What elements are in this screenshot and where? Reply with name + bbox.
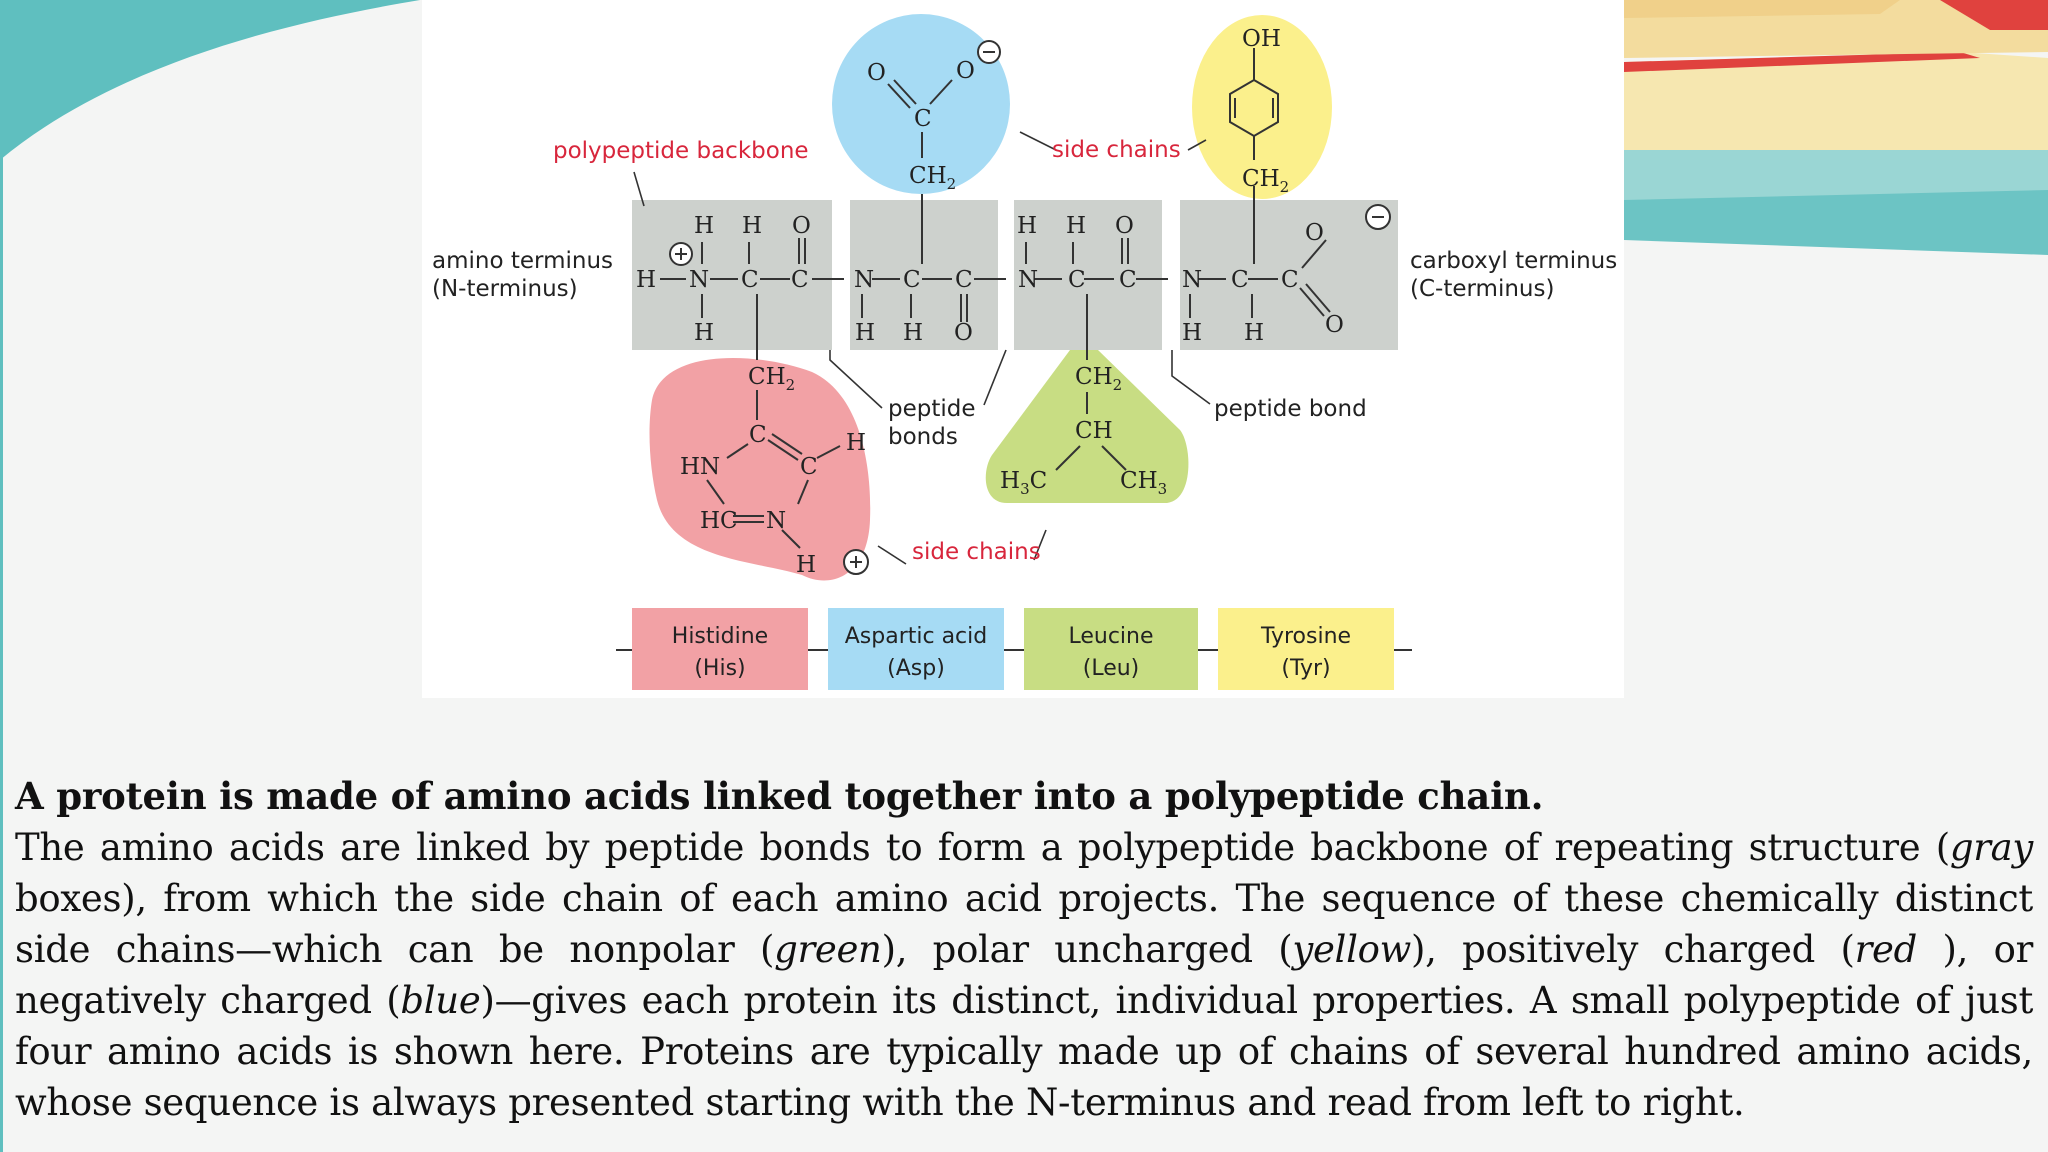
svg-text:N: N [689, 267, 709, 293]
svg-text:H3C: H3C [1000, 468, 1047, 498]
svg-text:C: C [1068, 267, 1086, 293]
svg-text:Leucine: Leucine [1068, 624, 1153, 649]
svg-text:CH: CH [1075, 418, 1113, 444]
svg-text:O: O [1305, 220, 1324, 246]
svg-text:H: H [694, 213, 714, 239]
svg-text:H: H [742, 213, 762, 239]
peptide-bonds-label-line1: peptide [888, 396, 976, 422]
caption-text-run: boxes), from which the side chain of eac… [15, 877, 2033, 971]
caption-title: A protein is made of amino acids linked … [15, 774, 1544, 818]
backbone-bonds [660, 186, 1331, 360]
svg-text:(Leu): (Leu) [1083, 656, 1140, 681]
backbone-box-4 [1180, 200, 1398, 350]
svg-text:N: N [1018, 267, 1038, 293]
svg-text:H: H [846, 430, 866, 456]
svg-text:HC: HC [700, 508, 738, 534]
svg-text:O: O [1325, 312, 1344, 338]
legend-item-tyrosine: Tyrosine (Tyr) [1218, 608, 1394, 690]
svg-text:(His): (His) [694, 656, 745, 681]
svg-text:Aspartic acid: Aspartic acid [845, 624, 987, 649]
polypeptide-backbone-label: polypeptide backbone [553, 138, 809, 164]
svg-text:(Asp): (Asp) [887, 656, 945, 681]
svg-text:H: H [636, 267, 656, 293]
svg-text:H: H [903, 320, 923, 346]
caption-text-run: ), positively charged ( [1410, 928, 1855, 971]
caption-italic-term: red [1854, 928, 1918, 971]
svg-text:N: N [854, 267, 874, 293]
n-terminus-label: (N-terminus) [432, 276, 578, 302]
figure-caption: A protein is made of amino acids linked … [15, 770, 2033, 1128]
histidine-sidechain-blob [649, 357, 871, 581]
caption-italic-term: yellow [1292, 928, 1411, 971]
svg-text:H: H [1066, 213, 1086, 239]
aspartic-acid-sidechain-atoms: CH2 C O O [867, 40, 1001, 193]
svg-text:Histidine: Histidine [672, 624, 768, 649]
svg-text:C: C [1119, 267, 1137, 293]
svg-text:C: C [1281, 267, 1299, 293]
c-terminus-label: (C-terminus) [1410, 276, 1554, 302]
books-stack-icon [1624, 0, 2048, 255]
svg-text:C: C [800, 454, 818, 480]
tyrosine-sidechain-atoms: CH2 OH [1229, 26, 1289, 196]
svg-text:HN: HN [680, 454, 720, 480]
histidine-sidechain-atoms: CH2 C C H HN HC N H [680, 364, 869, 578]
svg-text:C: C [914, 106, 932, 132]
backbone-box-2 [850, 200, 998, 350]
svg-text:Tyrosine: Tyrosine [1260, 624, 1351, 649]
teal-corner-swoosh [0, 0, 420, 160]
amino-terminus-label: amino terminus [432, 248, 613, 274]
label-leader-lines [633, 131, 1211, 565]
peptide-bonds-label-line2: bonds [888, 424, 958, 450]
svg-text:OH: OH [1242, 26, 1281, 52]
caption-italic-term: gray [1949, 826, 2033, 869]
svg-text:C: C [903, 267, 921, 293]
svg-text:H: H [796, 552, 816, 578]
tyrosine-sidechain-blob [1192, 15, 1332, 199]
svg-text:O: O [956, 58, 975, 84]
svg-text:(Tyr): (Tyr) [1281, 656, 1330, 681]
svg-text:O: O [867, 60, 886, 86]
side-chains-label-bottom: side chains [912, 539, 1041, 565]
caption-italic-term: blue [400, 979, 481, 1022]
legend-item-histidine: Histidine (His) [632, 608, 808, 690]
caption-italic-term: green [774, 928, 882, 971]
legend-item-leucine: Leucine (Leu) [1024, 608, 1198, 690]
backbone-box-1 [632, 200, 832, 350]
svg-text:O: O [954, 320, 973, 346]
caption-text-run: The amino acids are linked by peptide bo… [15, 826, 1950, 869]
carboxyl-terminus-label: carboxyl terminus [1410, 248, 1617, 274]
c-terminus-minus-charge-icon [1365, 204, 1391, 230]
svg-text:H: H [855, 320, 875, 346]
svg-text:H: H [1017, 213, 1037, 239]
legend-item-aspartic-acid: Aspartic acid (Asp) [828, 608, 1004, 690]
svg-text:N: N [1182, 267, 1202, 293]
side-chains-label-top: side chains [1052, 137, 1181, 163]
svg-text:C: C [749, 422, 767, 448]
aspartic-acid-sidechain-blob [832, 14, 1010, 194]
svg-text:C: C [1231, 267, 1249, 293]
caption-text-run: ), polar uncharged ( [881, 928, 1293, 971]
svg-text:O: O [792, 213, 811, 239]
caption-text-run: )—gives each protein its distinct, indiv… [15, 979, 2034, 1124]
left-frame-line [0, 0, 3, 1152]
n-terminus-plus-charge-icon [669, 242, 693, 266]
svg-text:C: C [791, 267, 809, 293]
backbone-atoms: H N C C N C C N C C N C C H H O H H O O … [636, 213, 1344, 346]
peptide-bond-label: peptide bond [1214, 396, 1367, 422]
amino-acid-legend: Histidine (His) Aspartic acid (Asp) Leuc… [616, 608, 1412, 690]
svg-text:O: O [1115, 213, 1134, 239]
caption-text-run: ), or negatively charged ( [15, 928, 2033, 1022]
caption-body: The amino acids are linked by peptide bo… [15, 822, 2033, 1128]
svg-text:N: N [766, 508, 786, 534]
svg-text:H: H [1182, 320, 1202, 346]
svg-text:C: C [741, 267, 759, 293]
svg-text:C: C [955, 267, 973, 293]
leucine-sidechain-blob [985, 350, 1189, 503]
svg-text:H: H [1244, 320, 1264, 346]
polypeptide-figure: H N C C N C C N C C N C C H H O H H O O … [422, 0, 1624, 698]
svg-text:H: H [694, 320, 714, 346]
